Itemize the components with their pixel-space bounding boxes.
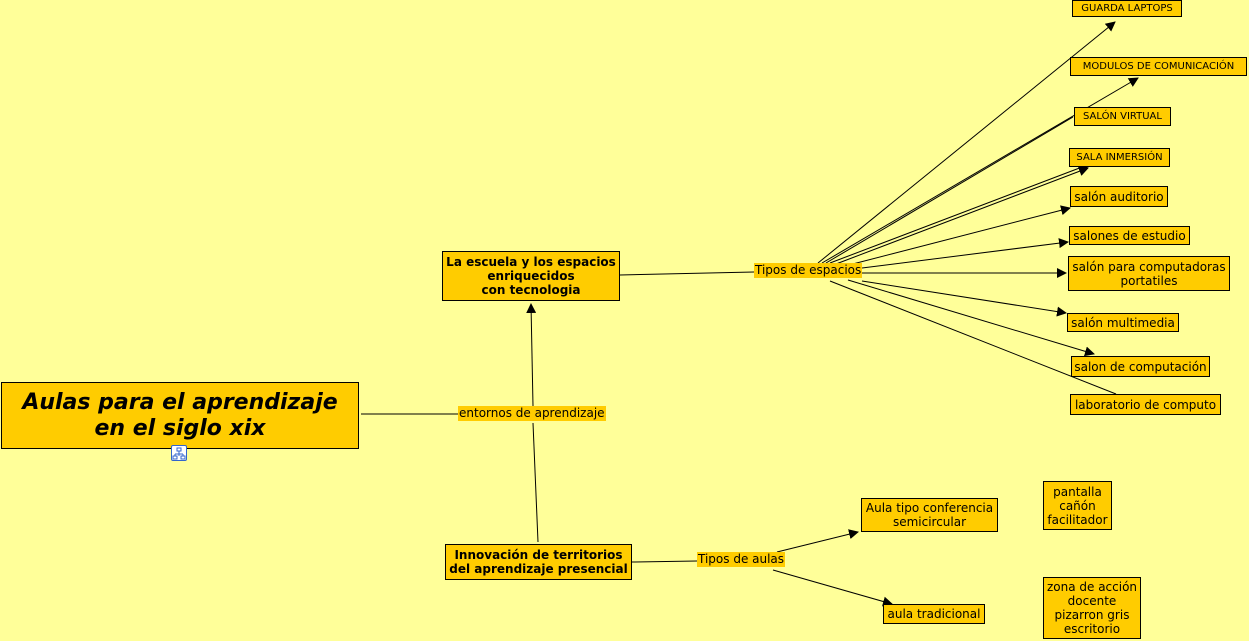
note-conferencia-items[interactable]: pantalla cañón facilitador	[1043, 481, 1112, 530]
link-label-tipos-espacios[interactable]: Tipos de espacios	[754, 263, 863, 278]
note-tradicional-items[interactable]: zona de acción docente pizarron gris esc…	[1043, 577, 1141, 639]
concept-map-icon[interactable]	[171, 445, 187, 461]
concept-escuela[interactable]: La escuela y los espacios enriquecidos c…	[442, 251, 620, 301]
node-aula-tradicional[interactable]: aula tradicional	[883, 604, 985, 624]
node-salon-computadoras-portatiles[interactable]: salón para computadoras portatiles	[1068, 256, 1230, 291]
link-label-entornos[interactable]: entornos de aprendizaje	[458, 406, 606, 421]
node-laboratorio-computo[interactable]: laboratorio de computo	[1070, 394, 1221, 415]
concept-innovacion[interactable]: Innovación de territorios del aprendizaj…	[445, 544, 632, 580]
link-label-tipos-aulas[interactable]: Tipos de aulas	[697, 552, 786, 567]
node-aula-conferencia[interactable]: Aula tipo conferencia semicircular	[861, 498, 998, 532]
node-sala-inmersion[interactable]: SALA INMERSIÓN	[1069, 148, 1170, 167]
node-modulos-comunicacion[interactable]: MODULOS DE COMUNICACIÓN	[1070, 57, 1247, 76]
node-salon-auditorio[interactable]: salón auditorio	[1070, 186, 1168, 207]
node-guarda-laptops[interactable]: GUARDA LAPTOPS	[1072, 0, 1182, 17]
node-salones-estudio[interactable]: salones de estudio	[1069, 226, 1190, 245]
node-salon-computacion[interactable]: salon de computación	[1071, 356, 1210, 377]
node-salon-virtual[interactable]: SALÓN VIRTUAL	[1074, 107, 1171, 126]
node-salon-multimedia[interactable]: salón multimedia	[1067, 313, 1179, 332]
root-concept[interactable]: Aulas para el aprendizaje en el siglo xi…	[1, 382, 359, 449]
